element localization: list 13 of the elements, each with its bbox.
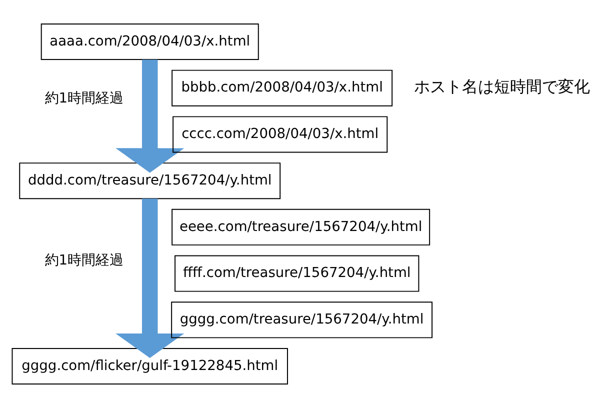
edge-label: 約1時間経過: [44, 90, 124, 107]
node-box: ffff.com/treasure/1567204/y.html: [174, 255, 420, 292]
arrow: [116, 198, 184, 358]
edge-label: 約1時間経過: [44, 252, 124, 269]
node-box: gggg.com/flicker/gulf-19122845.html: [12, 348, 288, 385]
node-box: eeee.com/treasure/1567204/y.html: [172, 208, 430, 246]
node-box: aaaa.com/2008/04/03/x.html: [40, 23, 259, 60]
node-box: dddd.com/treasure/1567204/y.html: [19, 162, 281, 200]
node-box: gggg.com/treasure/1567204/y.html: [171, 302, 433, 338]
label: ホスト名は短時間で変化: [414, 76, 590, 96]
node-box: bbbb.com/2008/04/03/x.html: [172, 70, 393, 106]
node-box: cccc.com/2008/04/03/x.html: [172, 116, 388, 153]
arrow: [116, 60, 184, 173]
